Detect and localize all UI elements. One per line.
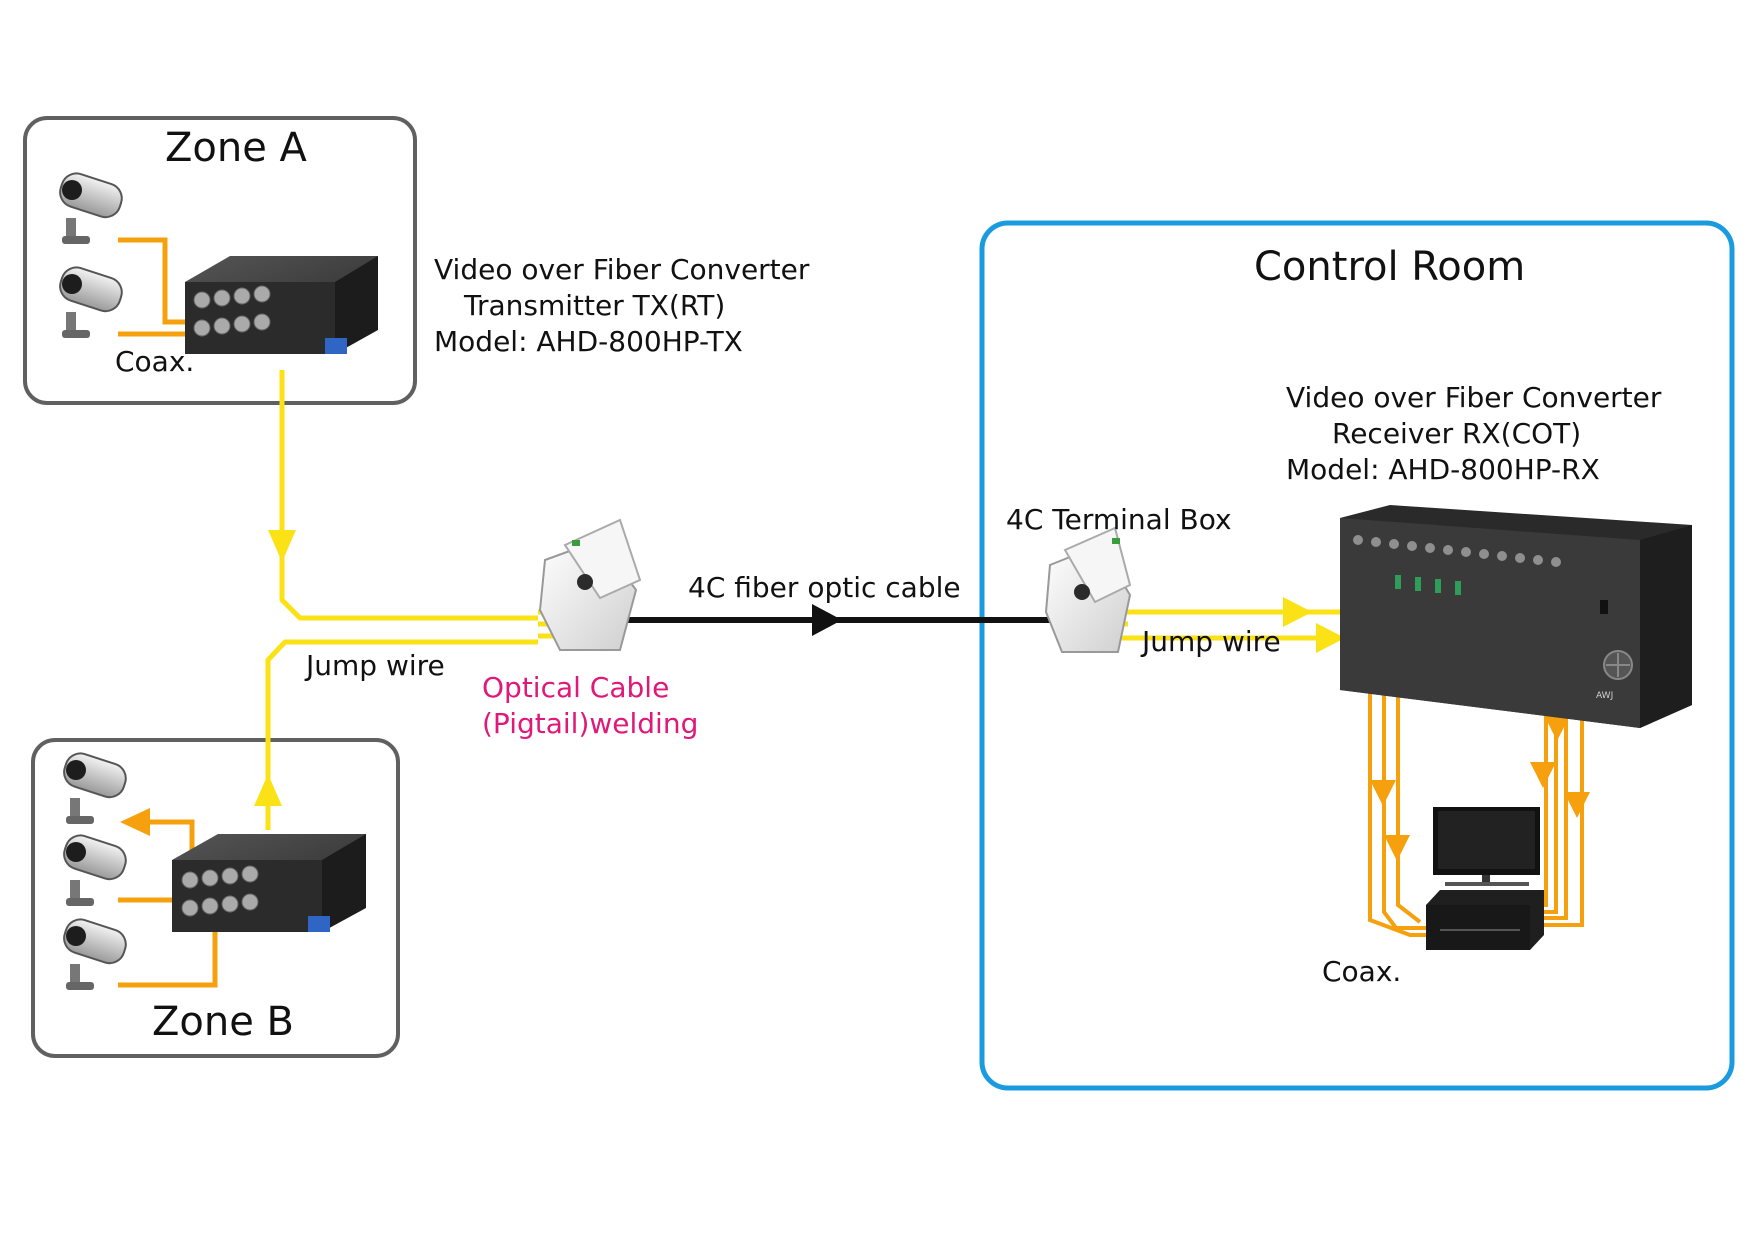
receiver-line-1: Video over Fiber Converter: [1286, 381, 1662, 414]
arrow-up-icon: [254, 774, 282, 806]
arrow-right-icon: [812, 604, 842, 636]
transmitter-line-1: Video over Fiber Converter: [434, 253, 810, 286]
arrow-right-icon: [1283, 597, 1312, 627]
camera-icon: [63, 834, 127, 906]
arrow-down-icon: [268, 530, 296, 562]
arrow-left-icon: [120, 808, 150, 836]
terminal-box-label: 4C Terminal Box: [1006, 503, 1232, 536]
transmitter-line-2: Transmitter TX(RT): [464, 289, 726, 322]
camera-icon: [59, 266, 123, 338]
fiber-cable-label: 4C fiber optic cable: [688, 571, 961, 604]
zone-b-title: Zone B: [152, 999, 294, 1045]
arrow-down-icon: [1370, 780, 1396, 806]
jump-wire-right-label: Jump wire: [1142, 625, 1281, 658]
transmitter-device-zone-b: [172, 834, 366, 932]
jump-wire-left-label: Jump wire: [306, 649, 445, 682]
arrow-down-icon: [1564, 792, 1590, 818]
control-room-coax-label: Coax.: [1322, 955, 1402, 988]
zone-a-coax-label: Coax.: [115, 345, 195, 378]
camera-icon: [59, 172, 123, 244]
zone-a-border: [23, 116, 417, 405]
camera-icon: [63, 752, 127, 824]
pigtail-label-line-1: Optical Cable: [482, 671, 670, 704]
receiver-line-2: Receiver RX(COT): [1332, 417, 1582, 450]
arrow-down-icon: [1544, 715, 1570, 741]
zone-a-title: Zone A: [165, 125, 307, 171]
receiver-chassis: AWJ: [1340, 505, 1692, 728]
jump-wire-left-lines: [265, 370, 556, 830]
control-room-title: Control Room: [1254, 244, 1526, 290]
transmitter-device-zone-a: [185, 256, 378, 354]
terminal-box-right: [1044, 526, 1132, 653]
terminal-box-left: [538, 518, 642, 651]
zone-b-border: [31, 738, 400, 1058]
control-room-border: [979, 220, 1735, 1091]
pigtail-label-line-2: (Pigtail)welding: [482, 707, 699, 740]
monitor-icon: [1433, 807, 1540, 886]
arrow-right-icon: [1316, 623, 1345, 653]
arrow-down-icon: [1384, 835, 1410, 861]
dvr-recorder-icon: [1426, 890, 1544, 950]
arrow-down-icon: [1530, 762, 1556, 788]
transmitter-line-3: Model: AHD-800HP-TX: [434, 325, 743, 358]
receiver-brand: AWJ: [1596, 691, 1613, 701]
receiver-line-3: Model: AHD-800HP-RX: [1286, 453, 1600, 486]
camera-icon: [63, 918, 127, 990]
